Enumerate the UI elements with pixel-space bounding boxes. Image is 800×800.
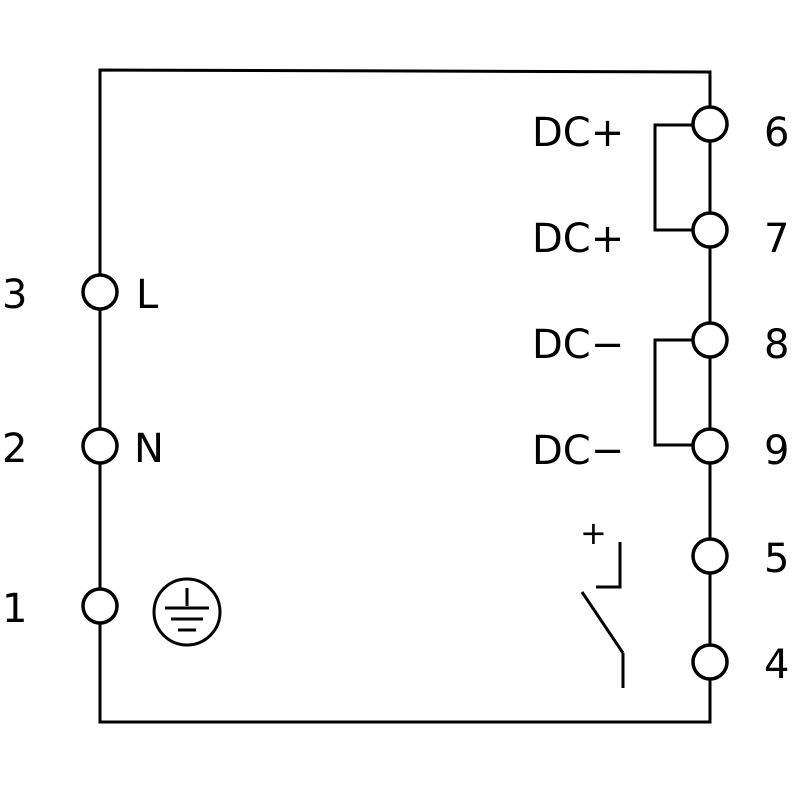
- terminal-3: [81, 273, 119, 311]
- terminal-4: [691, 643, 729, 681]
- terminal-5: [691, 537, 729, 575]
- terminal-label-N: N: [134, 426, 164, 472]
- terminal-7: [691, 211, 729, 249]
- terminal-number-3: 3: [2, 272, 27, 318]
- terminal-label-8: DC−: [532, 322, 624, 368]
- dc-plus-bridge: [653, 123, 694, 232]
- protective-earth-icon: [152, 577, 222, 647]
- terminal-6: [691, 105, 729, 143]
- terminal-9: [691, 427, 729, 465]
- terminal-number-2: 2: [2, 426, 27, 472]
- contact-polarity-label: +: [580, 514, 607, 552]
- terminal-label-6: DC+: [532, 110, 624, 156]
- terminal-number-7: 7: [764, 216, 789, 262]
- relay-contact-icon: [580, 542, 625, 688]
- terminal-number-6: 6: [764, 110, 789, 156]
- terminal-label-7: DC+: [532, 216, 624, 262]
- housing-bottom: [98, 623, 712, 724]
- terminal-number-8: 8: [764, 322, 789, 368]
- dc-minus-bridge: [653, 338, 694, 447]
- housing-outline: [98, 68, 712, 294]
- terminal-label-L: L: [136, 272, 159, 318]
- terminal-number-4: 4: [764, 642, 789, 688]
- terminal-label-9: DC−: [532, 428, 624, 474]
- terminal-1: [81, 587, 119, 625]
- terminal-number-9: 9: [764, 428, 789, 474]
- terminal-number-5: 5: [764, 536, 789, 582]
- terminal-number-1: 1: [2, 586, 27, 632]
- terminal-8: [691, 321, 729, 359]
- terminal-2: [81, 427, 119, 465]
